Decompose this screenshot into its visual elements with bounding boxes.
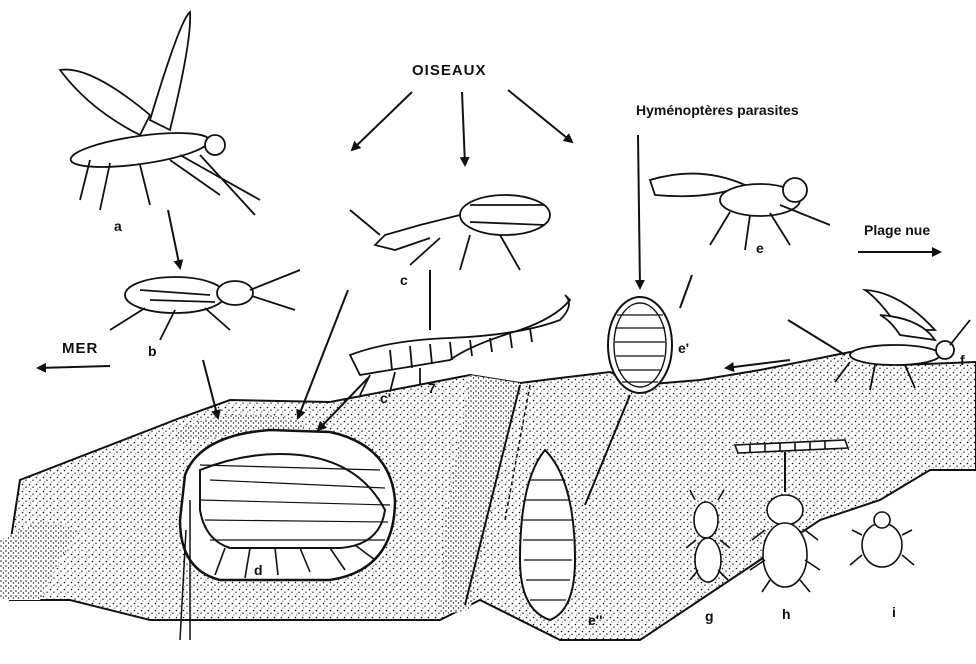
label-mark-7: 7: [428, 380, 436, 396]
beetle-c: [350, 195, 550, 270]
label-f: f: [960, 352, 965, 368]
arrow-a-b: [168, 210, 180, 268]
label-g: g: [705, 608, 714, 624]
label-plage-nue: Plage nue: [864, 222, 930, 238]
line-f-wasp: [788, 320, 845, 355]
label-mer: MER: [62, 340, 98, 357]
pupa-e-prime: [608, 297, 672, 393]
label-hymenopteres: Hyménoptères parasites: [636, 102, 799, 118]
label-e-prime: e': [678, 340, 689, 356]
arrow-oiseaux-right: [508, 90, 572, 142]
label-e: e: [756, 240, 764, 256]
label-d: d: [254, 562, 263, 578]
arrow-oiseaux-center: [462, 92, 465, 165]
sand-bank: [0, 352, 976, 640]
arrow-mer: [38, 366, 110, 368]
arrow-c-burrow: [298, 290, 348, 418]
label-oiseaux: OISEAUX: [412, 62, 487, 79]
label-i: i: [892, 604, 896, 620]
label-a: a: [114, 218, 122, 234]
fly-e: [650, 174, 830, 250]
label-b: b: [148, 343, 157, 359]
beetle-i: [850, 512, 914, 567]
arrow-hymenopteres: [638, 135, 640, 288]
label-h: h: [782, 606, 791, 622]
label-c-prime: c': [380, 390, 391, 406]
fly-a: [60, 12, 260, 215]
label-c: c: [400, 272, 408, 288]
line-e-eprime: [680, 275, 692, 308]
beetle-b: [110, 270, 300, 340]
arrow-oiseaux-left: [352, 92, 412, 150]
label-e-double-prime: e'': [588, 612, 602, 628]
